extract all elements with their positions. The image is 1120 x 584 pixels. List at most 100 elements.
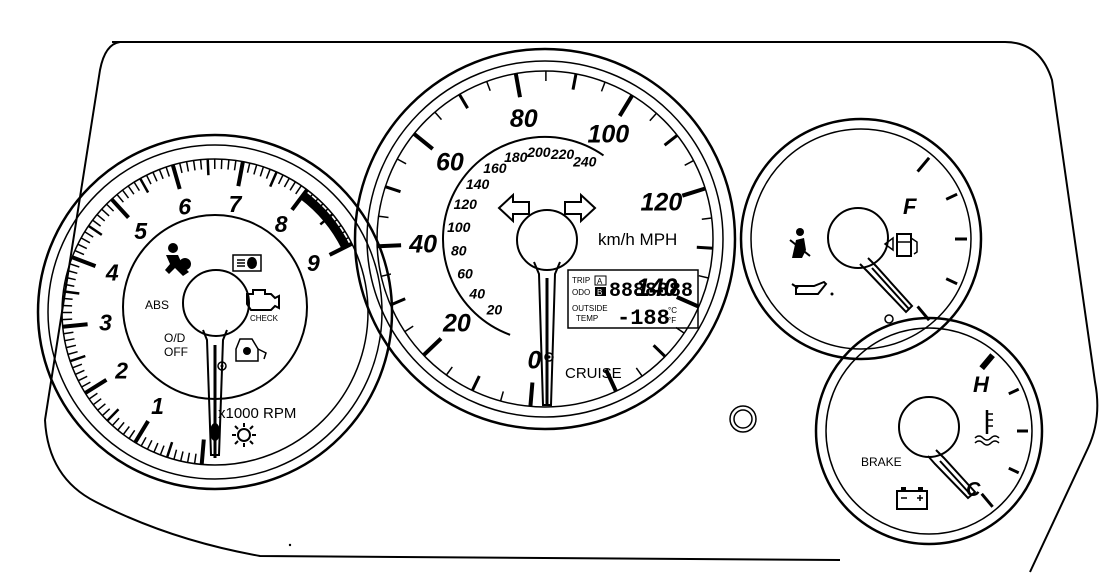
tach-tick — [92, 398, 102, 406]
tach-tick — [290, 188, 309, 212]
sun-icon — [232, 423, 256, 447]
tach-tick — [111, 417, 120, 427]
fuel-gauge: F — [739, 117, 983, 361]
temp-cold-label: C — [966, 479, 981, 501]
tach-tick — [199, 159, 203, 170]
kmh-number: 240 — [572, 154, 597, 170]
tach-tick — [289, 181, 297, 191]
tach-tick — [185, 161, 190, 172]
tach-tick — [295, 185, 302, 195]
tach-tick — [165, 441, 174, 458]
oil-can-icon — [791, 280, 834, 296]
kmh-number: 180 — [504, 149, 528, 165]
kmh-scale-arc — [442, 136, 605, 336]
headlight-icon — [232, 254, 262, 272]
kmh-number: 60 — [457, 265, 473, 281]
tach-tick — [227, 159, 230, 170]
tach-tick — [63, 331, 74, 335]
tach-tick — [62, 318, 73, 321]
tach-tick — [133, 181, 141, 191]
tach-tick — [74, 369, 85, 376]
fuel-pump-icon — [883, 233, 918, 257]
tach-tick — [63, 290, 80, 295]
tach-number: 4 — [105, 260, 119, 286]
unit-c-label: °C — [668, 306, 677, 315]
speed-unit-label: km/h MPH — [598, 230, 677, 249]
tach-tick — [128, 429, 136, 440]
tach-tick — [127, 185, 135, 195]
tach-number: 9 — [307, 250, 320, 276]
mph-tick — [635, 367, 643, 377]
door-ajar-icon — [235, 338, 267, 362]
right-turn-arrow-icon — [564, 192, 597, 224]
mph-tick — [684, 159, 694, 166]
tach-tick — [77, 375, 88, 382]
tach-tick — [67, 350, 78, 356]
mph-tick — [600, 81, 606, 92]
seatbelt-icon — [789, 228, 811, 258]
tach-tick — [106, 408, 120, 422]
tach-tick — [101, 208, 110, 217]
temp-hot-label: H — [973, 372, 990, 397]
tach-tick — [71, 255, 97, 268]
tach-tick — [193, 453, 197, 464]
temp-ticks — [979, 353, 1028, 508]
tach-tick — [158, 169, 164, 180]
tach-tick — [81, 381, 91, 388]
tach-tick — [92, 219, 102, 227]
tach-tick — [110, 197, 130, 219]
kmh-number: 160 — [483, 160, 507, 176]
coolant-temp-icon — [974, 410, 1000, 446]
mph-number: 120 — [641, 188, 683, 216]
outside-temp-digits: -188 — [617, 306, 670, 331]
fuel-tick — [945, 277, 958, 286]
mph-number: 100 — [587, 121, 629, 149]
tach-tick — [253, 164, 258, 175]
mph-number: 140 — [636, 274, 678, 302]
check-label: CHECK — [250, 314, 279, 323]
kmh-number: 140 — [466, 176, 490, 192]
tach-tick — [265, 169, 271, 179]
temperature-gauge: H C BRAKE — [814, 316, 1044, 546]
tach-tick — [140, 436, 147, 447]
abs-label: ABS — [145, 298, 169, 312]
tach-tick — [153, 442, 159, 453]
temp-label: TEMP — [576, 314, 598, 323]
od-off-label-line1: O/D — [164, 331, 186, 345]
trip-b-label: B — [597, 288, 602, 297]
rpm-unit-label: x1000 RPM — [218, 405, 296, 422]
tach-tick — [64, 338, 75, 342]
fuel-tick — [916, 156, 931, 173]
unit-f-label: °F — [668, 316, 676, 325]
kmh-number: 80 — [451, 243, 467, 259]
mph-tick — [604, 368, 618, 393]
tach-number: 5 — [134, 218, 148, 244]
check-engine-icon — [246, 289, 280, 311]
tach-tick — [122, 426, 130, 435]
mph-ticks — [377, 71, 713, 407]
lcd-display: TRIP ODO A B 8888888 OUTSIDE TEMP -188 °… — [567, 269, 699, 331]
kmh-number: 40 — [468, 286, 485, 302]
trip-reset-knob[interactable] — [729, 405, 757, 433]
tach-tick — [77, 243, 88, 250]
mph-number: 0 — [527, 347, 541, 375]
tach-tick — [62, 322, 88, 329]
mph-tick — [422, 337, 443, 357]
tach-tick — [96, 214, 106, 222]
tach-tick — [88, 392, 98, 400]
mph-tick — [681, 186, 706, 198]
mph-tick — [389, 297, 406, 307]
brake-label: BRAKE — [861, 455, 902, 469]
tach-tick — [117, 421, 125, 431]
tach-tick — [64, 283, 75, 287]
kmh-number: 20 — [486, 302, 503, 318]
tach-number: 7 — [229, 191, 243, 217]
mph-tick — [652, 344, 667, 358]
tach-tick — [259, 166, 265, 177]
mph-tick — [377, 243, 402, 249]
mph-tick — [701, 217, 712, 220]
mph-tick — [470, 375, 481, 392]
